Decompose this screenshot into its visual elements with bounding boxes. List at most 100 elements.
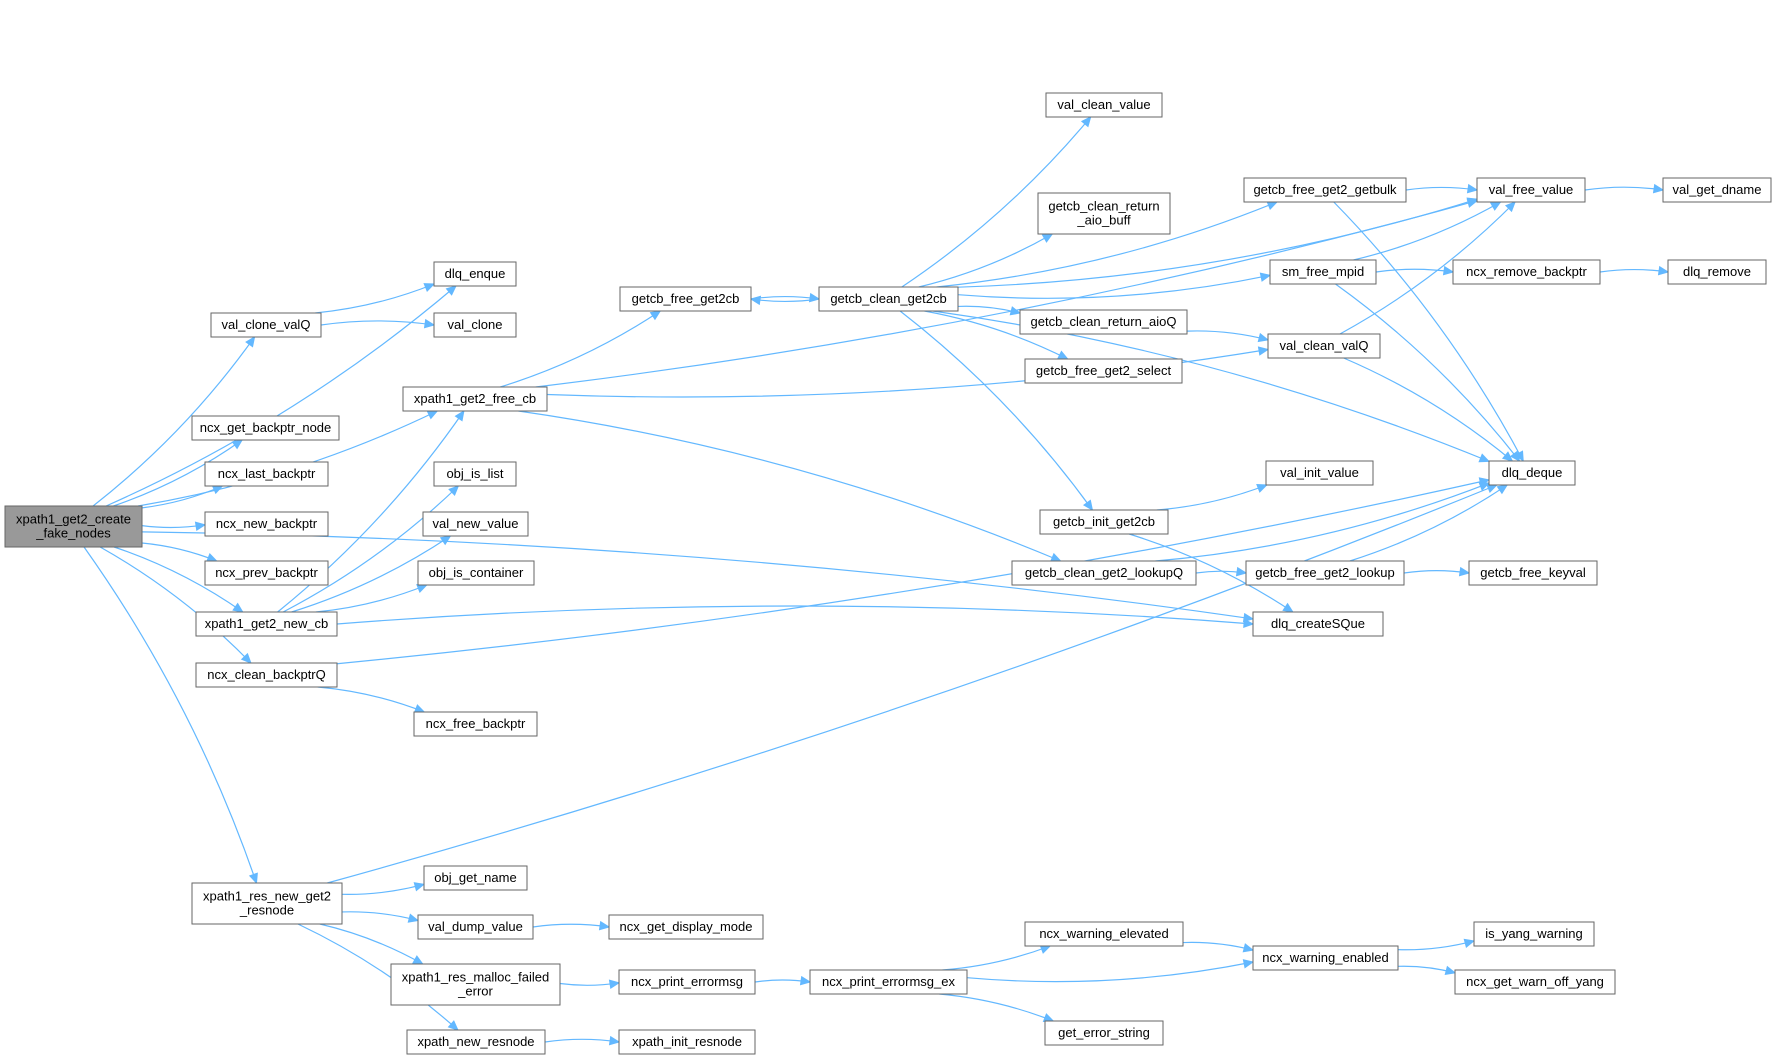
function-node-ncx_remove_backptr[interactable]: ncx_remove_backptr (1452, 259, 1601, 285)
function-node-xpath_new_resnode[interactable]: xpath_new_resnode (406, 1029, 546, 1055)
edge-layer (83, 116, 1670, 1046)
function-node-getcb_init_get2cb[interactable]: getcb_init_get2cb (1039, 509, 1169, 535)
function-node-getcb_free_get2_lookup[interactable]: getcb_free_get2_lookup (1245, 560, 1405, 586)
call-edge-xpath1_res_new_get2_resnode-to-xpath_new_resnode (297, 923, 459, 1031)
function-node-val_clean_value[interactable]: val_clean_value (1045, 92, 1163, 118)
function-node-ncx_print_errormsg[interactable]: ncx_print_errormsg (618, 969, 756, 995)
function-node-getcb_clean_return_aio_buff[interactable]: getcb_clean_return_aio_buff (1037, 192, 1171, 235)
call-edge-xpath1_get2_free_cb-to-getcb_free_get2cb (500, 310, 661, 388)
function-node-ncx_prev_backptr[interactable]: ncx_prev_backptr (204, 560, 329, 586)
node-box (210, 312, 322, 338)
arrowhead-val_clone_valQ (245, 335, 256, 348)
function-node-ncx_get_warn_off_yang[interactable]: ncx_get_warn_off_yang (1454, 969, 1616, 995)
call-edge-val_clean_valQ-to-val_free_value (1339, 201, 1516, 335)
call-edge-getcb_clean_get2cb-to-getcb_free_get2_select (924, 310, 1068, 360)
function-node-dlq_createSQue[interactable]: dlq_createSQue (1252, 611, 1384, 637)
function-node-xpath1_res_malloc_failed_error[interactable]: xpath1_res_malloc_failed_error (390, 963, 561, 1006)
node-box (809, 969, 968, 995)
arrowhead-dlq_deque (1509, 450, 1521, 462)
call-edge-getcb_clean_get2cb-to-getcb_init_get2cb (899, 310, 1093, 511)
arrowhead-dlq_enque (423, 283, 436, 292)
function-node-getcb_clean_return_aioQ[interactable]: getcb_clean_return_aioQ (1019, 309, 1188, 335)
function-node-val_clone_valQ[interactable]: val_clone_valQ (210, 312, 322, 338)
node-label: getcb_clean_return_aioQ (1031, 314, 1177, 329)
node-box (1252, 611, 1384, 637)
function-node-is_yang_warning[interactable]: is_yang_warning (1473, 921, 1595, 947)
node-label: getcb_free_keyval (1480, 565, 1586, 580)
function-node-ncx_warning_enabled[interactable]: ncx_warning_enabled (1252, 945, 1399, 971)
node-box (417, 914, 534, 940)
arrowhead-ncx_warning_elevated (1039, 944, 1052, 954)
node-label: dlq_createSQue (1271, 616, 1365, 631)
node-label: dlq_deque (1502, 465, 1563, 480)
call-edge-sm_free_mpid-to-val_free_value (1353, 201, 1501, 261)
node-box (1045, 92, 1163, 118)
arrowhead-ncx_remove_backptr (1442, 265, 1455, 276)
call-edge-getcb_init_get2cb-to-dlq_createSQue (1129, 533, 1294, 613)
function-node-dlq_enque[interactable]: dlq_enque (433, 261, 517, 287)
node-box (1252, 945, 1399, 971)
function-node-sm_free_mpid[interactable]: sm_free_mpid (1269, 259, 1377, 285)
arrowhead-dlq_createSQue (1282, 602, 1294, 613)
function-node-ncx_print_errormsg_ex[interactable]: ncx_print_errormsg_ex (809, 969, 968, 995)
node-label: getcb_free_get2_lookup (1255, 565, 1395, 580)
function-node-val_clone[interactable]: val_clone (433, 312, 517, 338)
function-node-val_init_value[interactable]: val_init_value (1265, 460, 1374, 486)
function-node-getcb_free_get2_select[interactable]: getcb_free_get2_select (1024, 358, 1183, 384)
function-node-root[interactable]: xpath1_get2_create_fake_nodes (4, 505, 143, 548)
call-edge-val_clone_valQ-to-dlq_enque (315, 283, 435, 314)
arrowhead-val_free_value (1466, 183, 1479, 194)
node-label: _resnode (239, 903, 294, 918)
node-label: val_new_value (432, 516, 518, 531)
function-node-xpath_init_resnode[interactable]: xpath_init_resnode (618, 1029, 756, 1055)
function-node-ncx_warning_elevated[interactable]: ncx_warning_elevated (1024, 921, 1184, 947)
function-node-get_error_string[interactable]: get_error_string (1044, 1020, 1164, 1046)
arrowhead-getcb_clean_return_aioQ (1009, 306, 1022, 316)
call-edge-getcb_clean_get2cb-to-getcb_free_get2_getbulk (936, 201, 1278, 288)
node-box (1037, 192, 1171, 235)
function-node-obj_get_name[interactable]: obj_get_name (423, 865, 528, 891)
function-node-val_new_value[interactable]: val_new_value (422, 511, 529, 537)
function-node-val_get_dname[interactable]: val_get_dname (1662, 177, 1772, 203)
function-node-xpath1_get2_free_cb[interactable]: xpath1_get2_free_cb (402, 386, 548, 412)
node-box (1011, 560, 1197, 586)
node-label: getcb_free_get2cb (632, 291, 740, 306)
arrowhead-val_dump_value (407, 913, 420, 923)
function-node-ncx_get_display_mode[interactable]: ncx_get_display_mode (608, 914, 764, 940)
node-label: getcb_clean_get2cb (830, 291, 946, 306)
arrowhead-xpath_init_resnode (608, 1035, 621, 1046)
arrowhead-xpath1_get2_new_cb (232, 602, 244, 613)
arrowhead-getcb_clean_get2_lookupQ (1050, 552, 1062, 562)
function-node-dlq_remove[interactable]: dlq_remove (1667, 259, 1767, 285)
node-box (1468, 560, 1598, 586)
node-label: val_dump_value (428, 919, 523, 934)
node-box (1667, 259, 1767, 285)
function-node-ncx_last_backptr[interactable]: ncx_last_backptr (204, 461, 329, 487)
arrowhead-val_new_value (439, 535, 452, 546)
function-node-obj_is_container[interactable]: obj_is_container (417, 560, 535, 586)
function-node-ncx_get_backptr_node[interactable]: ncx_get_backptr_node (191, 415, 340, 441)
function-node-getcb_clean_get2cb[interactable]: getcb_clean_get2cb (818, 286, 959, 312)
arrowhead-xpath_new_resnode (447, 1020, 459, 1031)
function-node-ncx_new_backptr[interactable]: ncx_new_backptr (204, 511, 329, 537)
function-node-xpath1_res_new_get2_resnode[interactable]: xpath1_res_new_get2_resnode (191, 882, 343, 925)
function-node-getcb_free_get2_getbulk[interactable]: getcb_free_get2_getbulk (1243, 177, 1407, 203)
arrowhead-ncx_warning_enabled (1242, 943, 1255, 953)
function-node-getcb_free_get2cb[interactable]: getcb_free_get2cb (619, 286, 752, 312)
function-node-obj_is_list[interactable]: obj_is_list (433, 461, 517, 487)
function-node-dlq_deque[interactable]: dlq_deque (1488, 460, 1576, 486)
function-node-val_dump_value[interactable]: val_dump_value (417, 914, 534, 940)
call-edge-sm_free_mpid-to-ncx_remove_backptr (1375, 268, 1454, 273)
call-edge-getcb_clean_get2cb-to-getcb_clean_return_aio_buff (918, 233, 1053, 288)
function-node-xpath1_get2_new_cb[interactable]: xpath1_get2_new_cb (195, 611, 338, 637)
node-label: val_clone_valQ (222, 317, 311, 332)
function-node-getcb_free_keyval[interactable]: getcb_free_keyval (1468, 560, 1598, 586)
function-node-ncx_free_backptr[interactable]: ncx_free_backptr (413, 711, 538, 737)
call-edge-root-to-xpath1_res_new_get2_resnode (83, 546, 258, 884)
function-node-ncx_clean_backptrQ[interactable]: ncx_clean_backptrQ (195, 662, 338, 688)
function-node-getcb_clean_get2_lookupQ[interactable]: getcb_clean_get2_lookupQ (1011, 560, 1197, 586)
function-node-val_free_value[interactable]: val_free_value (1476, 177, 1586, 203)
node-label: val_free_value (1489, 182, 1574, 197)
arrowhead-dlq_deque (1496, 484, 1509, 495)
function-node-val_clean_valQ[interactable]: val_clean_valQ (1267, 333, 1381, 359)
